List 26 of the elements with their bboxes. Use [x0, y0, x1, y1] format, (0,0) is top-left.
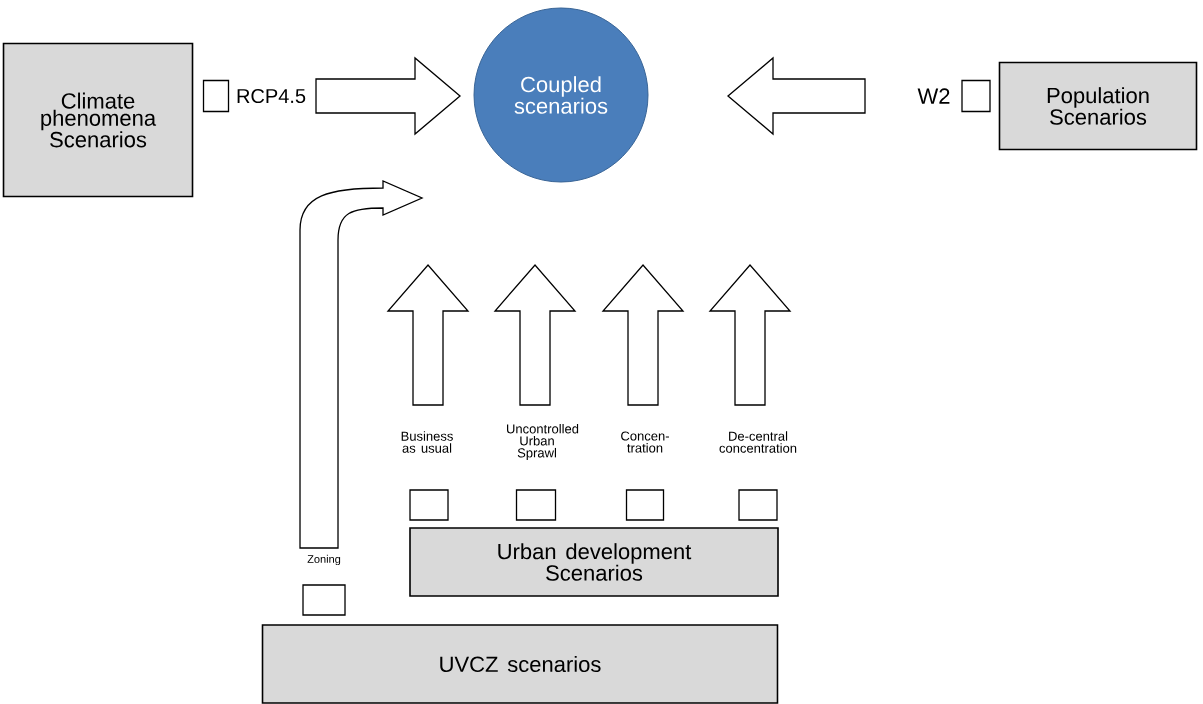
- small-box: [961, 79, 991, 113]
- scenario-label: Business as usual: [401, 431, 453, 453]
- small-box: [409, 489, 449, 521]
- scenario-label: W2: [917, 88, 950, 104]
- block-arrow: [601, 264, 685, 406]
- scenario-box: Climate phenomena Scenarios: [2, 42, 194, 198]
- block-arrow: [708, 264, 792, 406]
- scenario-label: Zoning: [307, 554, 341, 566]
- small-box: [202, 79, 230, 113]
- small-box: [625, 489, 665, 521]
- small-box: [515, 489, 557, 521]
- small-box: [738, 489, 778, 521]
- block-arrow: [315, 56, 461, 136]
- small-box: [302, 584, 346, 616]
- block-arrow: [727, 56, 866, 136]
- circle-node: Coupled scenarios: [473, 7, 649, 183]
- scenario-label: De-central concentration: [719, 431, 797, 453]
- scenario-label: RCP4.5: [237, 88, 306, 104]
- block-arrow: [299, 180, 423, 549]
- block-arrow: [386, 264, 470, 406]
- scenario-box: Urban development Scenarios: [409, 527, 779, 597]
- scenario-label: Uncontrolled Urban Sprawl: [507, 423, 579, 461]
- scenario-box: Population Scenarios: [998, 61, 1198, 151]
- block-arrow: [493, 264, 577, 406]
- scenario-label: Concen- tration: [621, 431, 669, 453]
- scenario-box: UVCZ scenarios: [261, 624, 779, 704]
